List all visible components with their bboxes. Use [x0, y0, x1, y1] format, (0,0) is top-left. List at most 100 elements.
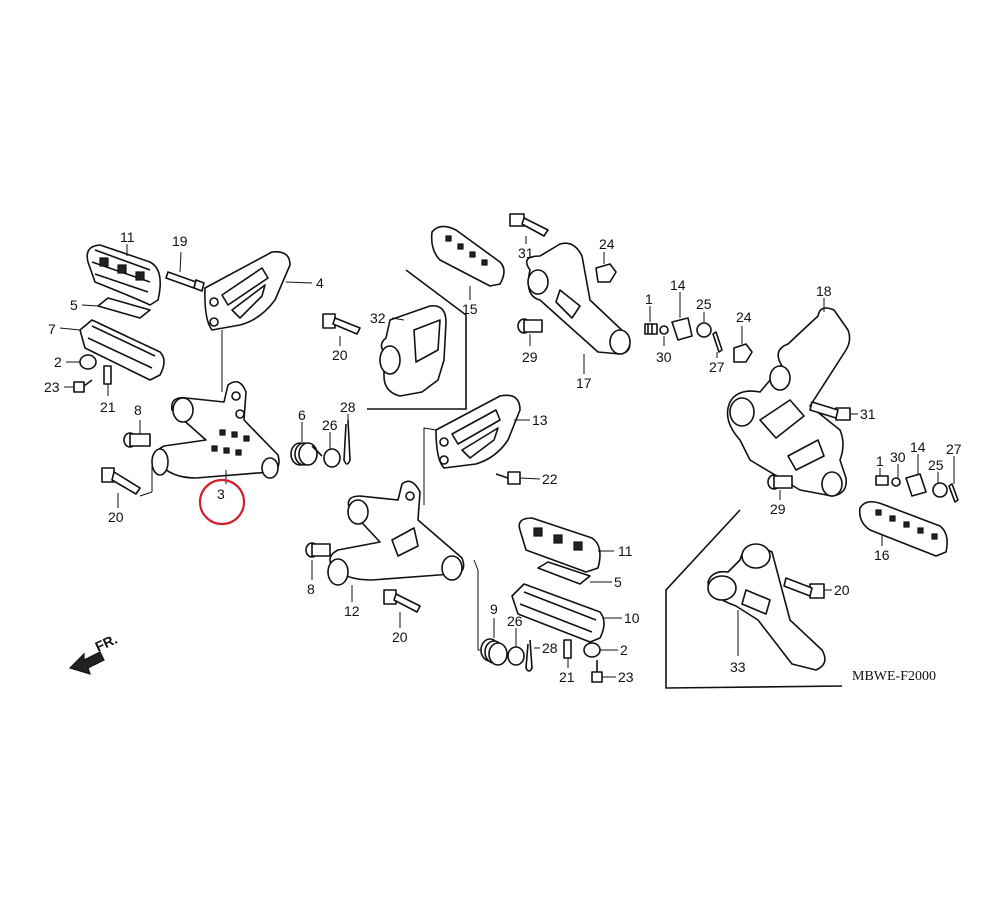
callout-29: 29	[522, 349, 538, 365]
part-17-step-bracket	[525, 242, 631, 355]
part-29-bolt	[517, 318, 543, 334]
callout-23: 23	[44, 379, 60, 395]
callout-11: 11	[120, 229, 135, 245]
part-3-step-bracket	[151, 380, 280, 479]
callout-8: 8	[134, 402, 142, 418]
callout-19: 19	[172, 233, 188, 249]
part-2-collar	[79, 354, 97, 370]
callout-24: 24	[599, 236, 615, 252]
part-8-bolt-b	[305, 542, 331, 558]
left-front-step-group	[59, 244, 351, 508]
part-22-bolt	[495, 471, 521, 485]
callout-1: 1	[876, 453, 884, 469]
callout-31: 31	[518, 245, 534, 261]
part-20-bolt	[101, 467, 141, 495]
part-29-bolt-b	[767, 474, 793, 490]
callout-16: 16	[874, 547, 890, 563]
callout-13: 13	[532, 412, 548, 428]
part-24-nut-b	[733, 343, 753, 363]
callout-32: 32	[370, 310, 386, 326]
center-step-group	[430, 213, 753, 374]
part-33-bracket-group	[665, 509, 843, 689]
callout-5: 5	[70, 297, 78, 313]
part-26-washer	[323, 448, 341, 468]
callout-6: 6	[298, 407, 306, 423]
part-30-ball-b	[891, 477, 901, 487]
part-23-bolt-b	[591, 660, 603, 683]
part-23-bolt	[73, 379, 93, 393]
callout-15: 15	[462, 301, 478, 317]
callout-3: 3	[217, 486, 225, 502]
part-8-bolt	[123, 432, 151, 448]
part-18-rear-step-bracket	[726, 307, 851, 497]
callout-9: 9	[490, 601, 498, 617]
callout-25: 25	[696, 296, 712, 312]
part-2-collar-b	[583, 642, 601, 658]
part-21-pin-b	[563, 639, 572, 659]
callout-28: 28	[542, 640, 558, 656]
part-21-pin	[103, 365, 112, 385]
part-15-footpeg	[430, 225, 505, 287]
part-6-spring	[290, 442, 323, 466]
callout-25: 25	[928, 457, 944, 473]
callout-7: 7	[48, 321, 56, 337]
part-25-nut-b	[932, 482, 948, 498]
part-14-plate	[671, 317, 693, 341]
part-12-step-bracket	[327, 480, 465, 586]
part-1-spring-b	[875, 475, 889, 486]
part-10-footpeg	[511, 583, 605, 643]
part-9-spring	[480, 638, 508, 666]
callout-17: 17	[576, 375, 592, 391]
part-5-plate-b	[537, 561, 591, 585]
callout-5: 5	[614, 574, 622, 590]
part-26-washer-b	[507, 646, 525, 666]
part-32-bracket-group	[322, 269, 467, 410]
callout-30: 30	[890, 449, 906, 465]
part-31-bolt	[509, 213, 549, 237]
callout-33: 33	[730, 659, 746, 675]
callout-18: 18	[816, 283, 832, 299]
callout-29: 29	[770, 501, 786, 517]
callout-23: 23	[618, 669, 634, 685]
part-13-heel-guard-group	[423, 394, 541, 505]
part-24-nut	[595, 263, 617, 283]
callout-20: 20	[834, 582, 850, 598]
part-27-pin	[712, 331, 723, 353]
callout-31: 31	[860, 406, 876, 422]
callout-21: 21	[559, 669, 575, 685]
callout-20: 20	[332, 347, 348, 363]
callout-27: 27	[709, 359, 725, 375]
callout-10: 10	[624, 610, 640, 626]
part-20-bolt-d	[783, 577, 825, 599]
callout-12: 12	[344, 603, 360, 619]
callout-21: 21	[100, 399, 116, 415]
callout-14: 14	[910, 439, 926, 455]
callout-14: 14	[670, 277, 686, 293]
callout-2: 2	[620, 642, 628, 658]
part-28-cotter-pin-b	[525, 639, 533, 672]
part-4-heel-guard	[204, 250, 291, 331]
part-19-bolt	[165, 271, 205, 292]
callout-1: 1	[645, 291, 653, 307]
highlight-circle	[198, 478, 246, 526]
callout-11: 11	[618, 543, 633, 559]
part-28-cotter-pin	[343, 419, 351, 465]
diagram-code: MBWE-F2000	[852, 669, 936, 684]
part-20-bolt-b	[322, 313, 361, 335]
callout-4: 4	[316, 275, 324, 291]
callout-8: 8	[307, 581, 315, 597]
callout-24: 24	[736, 309, 752, 325]
part-11-footpeg-rubber	[86, 244, 161, 306]
callout-26: 26	[322, 417, 338, 433]
callout-20: 20	[108, 509, 124, 525]
part-11-footpeg-rubber-b	[518, 517, 601, 573]
part-16-footpeg	[858, 500, 948, 557]
front-direction-arrow: FR.	[68, 631, 120, 675]
direction-label: FR.	[93, 631, 120, 655]
part-25-nut	[696, 322, 712, 338]
part-20-bolt-c	[383, 589, 421, 613]
part-1-spring	[644, 323, 658, 335]
callout-30: 30	[656, 349, 672, 365]
part-5-plate	[97, 297, 151, 319]
